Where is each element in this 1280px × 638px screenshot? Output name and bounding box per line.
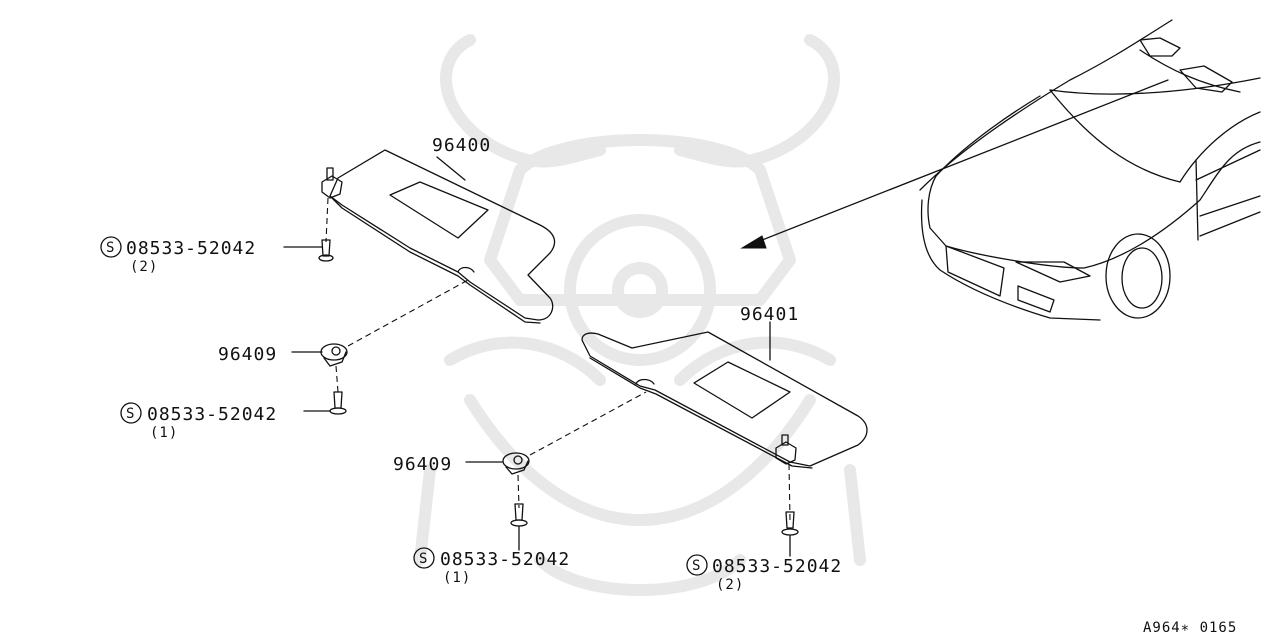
part-label-96401: 96401 bbox=[740, 304, 799, 325]
screw-callout-bottom-center: S 08533-52042 (1) bbox=[413, 547, 570, 586]
screw-symbol-icon bbox=[120, 402, 142, 424]
screw-number: 08533-52042 bbox=[712, 556, 842, 577]
screw-number: 08533-52042 bbox=[440, 549, 570, 570]
screw-callout-top-left: S 08533-52042 (2) bbox=[100, 236, 256, 275]
holder-upper-part bbox=[320, 343, 348, 367]
screw-symbol-icon bbox=[413, 547, 435, 569]
screw-symbol-letter: S bbox=[126, 406, 135, 422]
sun-visor-left bbox=[321, 149, 556, 324]
screw-symbol-letter: S bbox=[692, 558, 701, 574]
diagram-code: A964∗ 0165 bbox=[1143, 620, 1237, 636]
screw-callout-bottom-right: S 08533-52042 (2) bbox=[686, 554, 842, 593]
screw-number: 08533-52042 bbox=[147, 404, 277, 425]
watermark-logo bbox=[414, 34, 866, 596]
screw-mid-left-part bbox=[329, 391, 347, 415]
screw-top-left-part bbox=[318, 239, 334, 262]
vehicle-location-illustration bbox=[919, 19, 1261, 321]
screw-bottom-right-part bbox=[781, 511, 799, 536]
part-label-96409-lower: 96409 bbox=[393, 454, 452, 475]
sun-visor-right bbox=[581, 331, 868, 469]
screw-number: 08533-52042 bbox=[126, 238, 256, 259]
screw-symbol-icon bbox=[686, 554, 708, 576]
screw-symbol-icon bbox=[100, 236, 122, 258]
part-label-96400: 96400 bbox=[432, 135, 491, 156]
screw-qty: (1) bbox=[443, 570, 471, 586]
holder-lower-part bbox=[502, 452, 530, 475]
screw-qty: (1) bbox=[150, 425, 178, 441]
screw-qty: (2) bbox=[130, 259, 158, 275]
screw-symbol-letter: S bbox=[106, 240, 115, 256]
location-arrow bbox=[740, 79, 1169, 249]
part-label-96409-upper: 96409 bbox=[218, 344, 277, 365]
screw-callout-mid-left: S 08533-52042 (1) bbox=[120, 402, 277, 441]
screw-qty: (2) bbox=[716, 577, 744, 593]
screw-symbol-letter: S bbox=[419, 551, 428, 567]
